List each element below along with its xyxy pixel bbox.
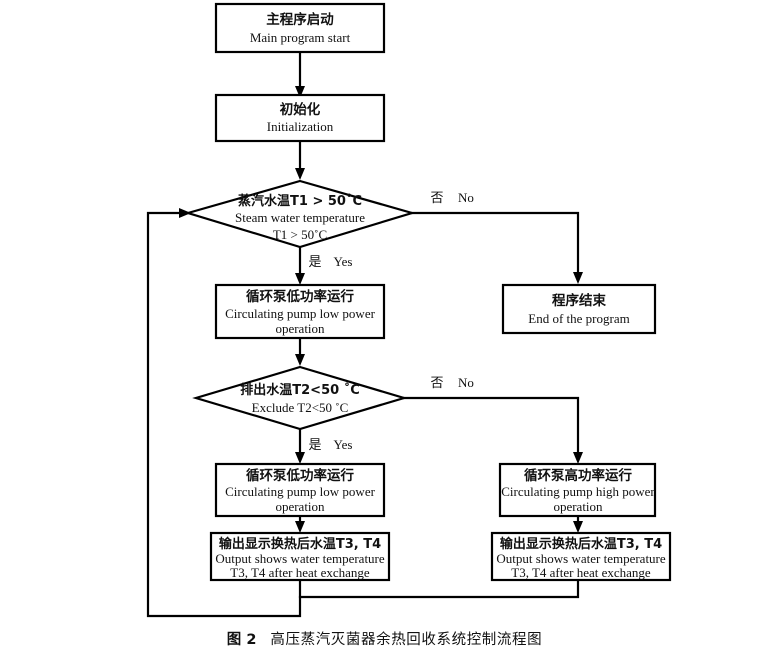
- node-output-left-label-en1: Output shows water temperature: [215, 551, 385, 566]
- node-start-label-cn: 主程序启动: [266, 11, 334, 28]
- node-pump-low-power-1[interactable]: 循环泵低功率运行 Circulating pump low power oper…: [214, 283, 386, 340]
- node-output-right-shape: [490, 531, 672, 582]
- node-start-label-en: Main program start: [250, 30, 351, 45]
- arrowhead-pumplow1-to-decision2: [295, 354, 305, 366]
- node-start-shape: [214, 2, 386, 54]
- branch-label-yes-2-en: Yes: [334, 437, 353, 452]
- node-pump-low-power-2[interactable]: 循环泵低功率运行 Circulating pump low power oper…: [214, 462, 386, 518]
- node-initialization-label-en: Initialization: [267, 119, 334, 134]
- node-decision-steam-temperature[interactable]: 蒸汽水温T1 > 50˚C Steam water temperature T1…: [184, 179, 416, 249]
- node-end-program-shape: [501, 283, 657, 335]
- node-end-program[interactable]: 程序结束 End of the program: [501, 283, 657, 335]
- edge-decision2-no: [402, 396, 580, 457]
- branch-label-yes-2: 是 Yes: [308, 437, 352, 453]
- arrowhead-pumphigh-to-outputright: [573, 521, 583, 533]
- branch-label-no-2-cn: 否: [430, 376, 443, 391]
- node-end-program-label-cn: 程序结束: [552, 292, 606, 309]
- branch-label-no-1-cn: 否: [430, 191, 443, 206]
- edge-outputleft-feedback: [146, 211, 302, 618]
- branch-label-no-2-en: No: [458, 375, 474, 390]
- branch-label-yes-1: 是 Yes: [308, 254, 352, 270]
- node-pump-low-power-1-label-en1: Circulating pump low power: [225, 306, 376, 321]
- node-output-right[interactable]: 输出显示换热后水温T3, T4 Output shows water tempe…: [490, 531, 672, 582]
- node-pump-low-power-1-label-en2: operation: [275, 321, 325, 336]
- node-pump-high-power-label-en2: operation: [553, 499, 603, 514]
- node-output-left-label-cn: 输出显示换热后水温T3, T4: [219, 536, 381, 552]
- node-end-program-label-en: End of the program: [528, 311, 629, 326]
- node-decision1-label-cn: 蒸汽水温T1 > 50˚C: [238, 193, 362, 209]
- node-pump-high-power-label-cn: 循环泵高功率运行: [524, 467, 632, 484]
- node-decision1-shape: [184, 179, 416, 249]
- node-pump-low-power-2-shape: [214, 462, 386, 518]
- branch-label-no-1: 否 No: [430, 190, 473, 206]
- node-start[interactable]: 主程序启动 Main program start: [214, 2, 386, 54]
- node-decision2-label-cn: 排出水温T2<50 ˚C: [240, 382, 359, 398]
- node-initialization[interactable]: 初始化 Initialization: [214, 93, 386, 143]
- node-output-right-label-cn: 输出显示换热后水温T3, T4: [500, 536, 662, 552]
- branch-label-no-2: 否 No: [430, 375, 473, 391]
- figure-caption-text: 高压蒸汽灭菌器余热回收系统控制流程图: [270, 632, 543, 648]
- edges-layer: [146, 50, 583, 618]
- node-initialization-label-cn: 初始化: [280, 101, 321, 118]
- branch-label-yes-1-en: Yes: [334, 254, 353, 269]
- node-pump-high-power-label-en1: Circulating pump high power: [501, 484, 655, 499]
- branch-label-yes-1-cn: 是: [308, 255, 321, 270]
- node-output-right-label-en1: Output shows water temperature: [496, 551, 666, 566]
- arrowhead-decision1-no: [573, 272, 583, 284]
- node-pump-low-power-2-label-en2: operation: [275, 499, 325, 514]
- node-pump-low-power-1-label-cn: 循环泵低功率运行: [246, 288, 354, 305]
- node-decision2-shape: [192, 365, 408, 431]
- node-initialization-shape: [214, 93, 386, 143]
- node-output-left-label-en2: T3, T4 after heat exchange: [230, 565, 370, 580]
- arrowhead-pumplow2-to-outputleft: [295, 521, 305, 533]
- node-decision2-label-en: Exclude T2<50 ˚C: [252, 400, 349, 415]
- node-pump-high-power-shape: [498, 462, 657, 518]
- arrowhead-decision2-no: [573, 452, 583, 464]
- edge-decision1-no: [410, 211, 580, 277]
- figure-caption-label: 图 2: [226, 632, 257, 648]
- node-decision-exhaust-temperature[interactable]: 排出水温T2<50 ˚C Exclude T2<50 ˚C: [192, 365, 408, 431]
- arrowhead-decision2-yes: [295, 452, 305, 464]
- node-decision1-label-en2: T1 > 50˚C: [273, 227, 327, 242]
- node-output-left-shape: [209, 531, 391, 582]
- figure-caption: 图 2 高压蒸汽灭菌器余热回收系统控制流程图: [0, 628, 769, 649]
- node-decision1-label-en1: Steam water temperature: [235, 210, 365, 225]
- node-output-right-label-en2: T3, T4 after heat exchange: [511, 565, 651, 580]
- arrowhead-decision1-yes: [295, 273, 305, 285]
- node-pump-low-power-1-shape: [214, 283, 386, 340]
- arrowhead-start-to-init: [295, 86, 305, 98]
- node-pump-low-power-2-label-cn: 循环泵低功率运行: [246, 467, 354, 484]
- edge-outputright-feedback: [298, 578, 580, 599]
- arrowhead-init-to-decision1: [295, 168, 305, 180]
- node-output-left[interactable]: 输出显示换热后水温T3, T4 Output shows water tempe…: [209, 531, 391, 582]
- node-pump-low-power-2-label-en1: Circulating pump low power: [225, 484, 376, 499]
- branch-label-yes-2-cn: 是: [308, 438, 321, 453]
- branch-label-no-1-en: No: [458, 190, 474, 205]
- node-pump-high-power[interactable]: 循环泵高功率运行 Circulating pump high power ope…: [498, 462, 657, 518]
